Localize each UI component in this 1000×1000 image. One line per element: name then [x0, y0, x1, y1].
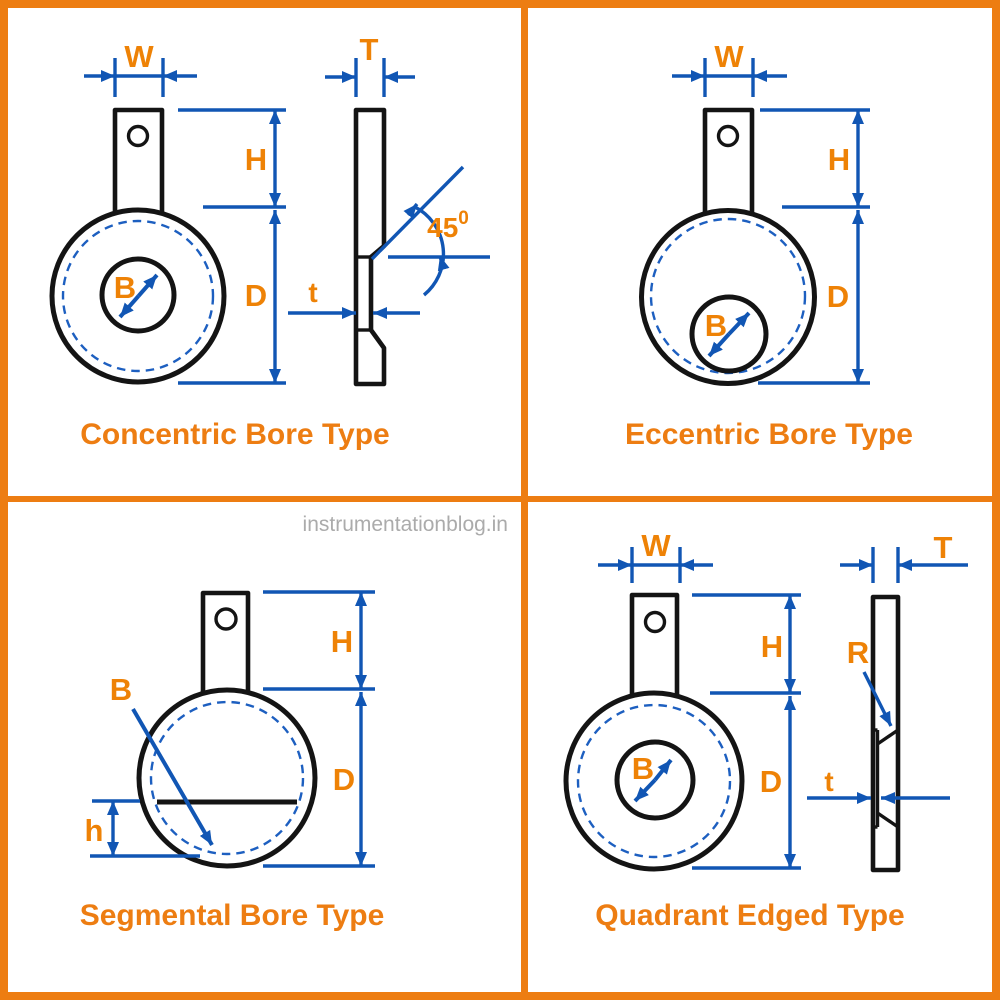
w-label: W: [714, 39, 744, 74]
t-edge-label: t: [308, 277, 317, 308]
quadrant-eccentric: B W H D Eccentric Bore Type: [625, 39, 913, 451]
bore-diameter-arrow: [118, 294, 141, 319]
tab-hole: [643, 610, 667, 634]
h-label: H: [245, 142, 267, 177]
arc-arrowhead: [437, 255, 450, 272]
arc-arrowhead: [403, 202, 419, 219]
quadrant-edge-line: [876, 728, 899, 746]
bevel-angle-arc: [414, 205, 446, 297]
d-label: D: [333, 762, 355, 797]
bore-diameter-arrow: [653, 758, 673, 782]
d-label: D: [760, 764, 782, 799]
w-label: W: [124, 39, 154, 74]
quadrant-title: Concentric Bore Type: [80, 418, 390, 451]
bore-leader-arrow: [131, 707, 214, 847]
bore-diameter-arrow: [136, 273, 159, 298]
bore-label: B: [114, 270, 136, 305]
t-thickness-label: T: [360, 32, 379, 67]
watermark: instrumentationblog.in: [303, 513, 508, 536]
bore-diameter-arrow: [727, 311, 751, 336]
pipe-id-dashed-circle: [149, 700, 305, 856]
t-edge-label: t: [824, 766, 833, 797]
bevel-angle-leg: [370, 165, 465, 261]
quadrant-segmental: instrumentationblog.in B h H D Segmental…: [80, 513, 508, 932]
frame-top: [0, 0, 1000, 8]
bore-diameter-arrow: [633, 778, 657, 803]
t-thickness-label: T: [934, 530, 953, 565]
d-label: D: [827, 279, 849, 314]
w-label: W: [641, 528, 671, 563]
bore-label: B: [110, 672, 132, 707]
quadrant-title: Quadrant Edged Type: [595, 899, 904, 932]
segment-height-label: h: [85, 813, 104, 848]
radius-label: R: [847, 635, 869, 670]
tab-hole: [126, 124, 150, 148]
bore-label: B: [632, 751, 654, 786]
quadrant-title: Segmental Bore Type: [80, 899, 385, 932]
quadrant-title: Eccentric Bore Type: [625, 418, 913, 451]
pipe-id-dashed-circle: [576, 703, 732, 859]
tab-hole: [214, 607, 238, 631]
bevel-angle-label: 450: [427, 208, 469, 243]
quadrant-concentric: B W H D T 450: [49, 32, 490, 451]
handle-tab: [702, 107, 755, 225]
quadrant-edge-line: [876, 811, 899, 829]
plate-outline: [136, 687, 318, 869]
quadrant-quadrant-edged: B W H D T R t: [563, 528, 968, 932]
divider-horizontal: [0, 496, 1000, 502]
side-view-outline: [353, 107, 387, 387]
frame-bottom: [0, 992, 1000, 1000]
h-label: H: [331, 624, 353, 659]
radius-leader-arrow: [862, 671, 893, 727]
bore-label: B: [705, 308, 727, 343]
pipe-id-dashed-circle: [61, 219, 215, 373]
h-label: H: [761, 629, 783, 664]
tab-hole: [716, 124, 740, 148]
h-label: H: [828, 142, 850, 177]
d-label: D: [245, 278, 267, 313]
bore-diameter-arrow: [707, 332, 731, 358]
